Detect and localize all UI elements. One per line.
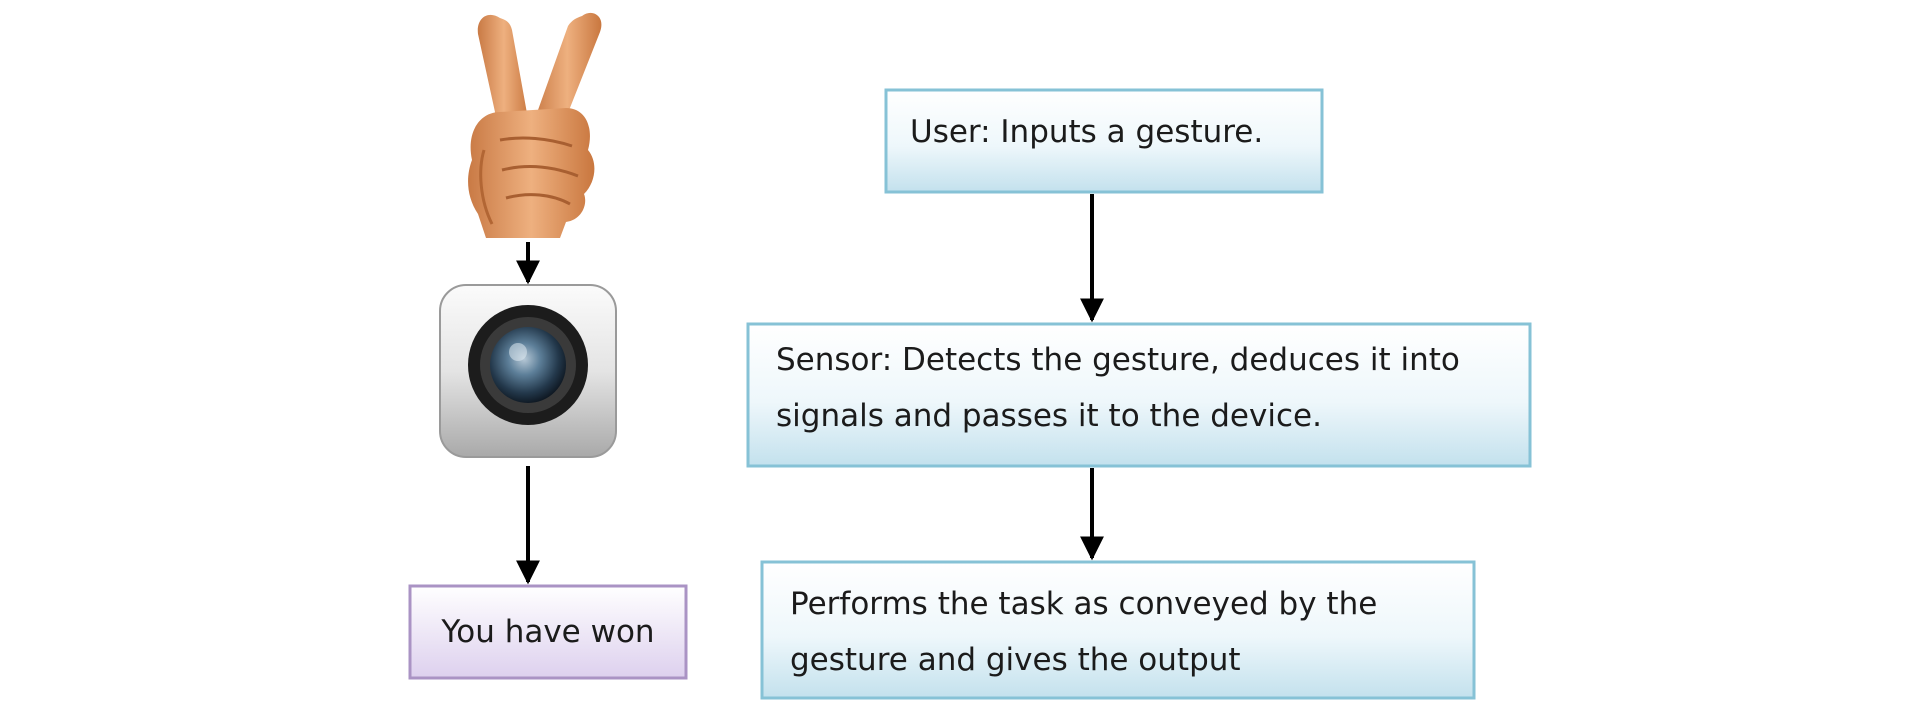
step-box-output [760,560,1476,700]
result-label: You have won [441,614,655,650]
step-label-user: User: Inputs a gesture. [910,114,1264,150]
victory-hand-icon [468,12,602,238]
step-box-sensor [746,322,1532,468]
step-label-output: Performs the task as conveyed by the ges… [790,586,1378,678]
step-box-user [884,88,1324,194]
camera-icon [439,284,617,458]
result-box [408,584,688,680]
step-label-sensor: Sensor: Detects the gesture, deduces it … [776,342,1460,434]
